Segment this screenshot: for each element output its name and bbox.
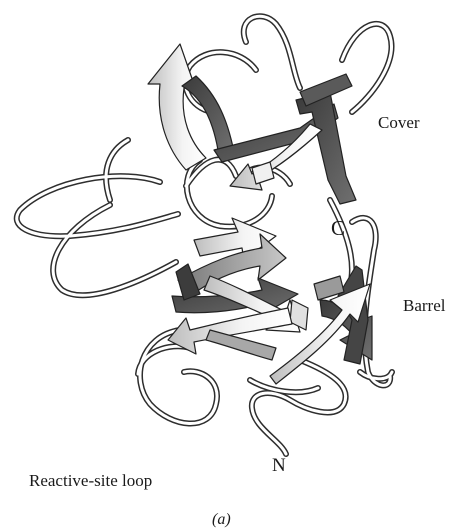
c-terminus-label: C (331, 216, 345, 241)
protein-ribbon-diagram (0, 0, 472, 500)
panel-label: (a) (212, 511, 231, 529)
strand-cover-2 (296, 92, 356, 204)
barrel-label: Barrel (403, 296, 445, 316)
reactive-site-loop-label: Reactive-site loop (29, 471, 152, 491)
strand-lower-mid (206, 330, 276, 360)
cover-label: Cover (378, 113, 420, 133)
n-terminus-label: N (272, 455, 286, 477)
